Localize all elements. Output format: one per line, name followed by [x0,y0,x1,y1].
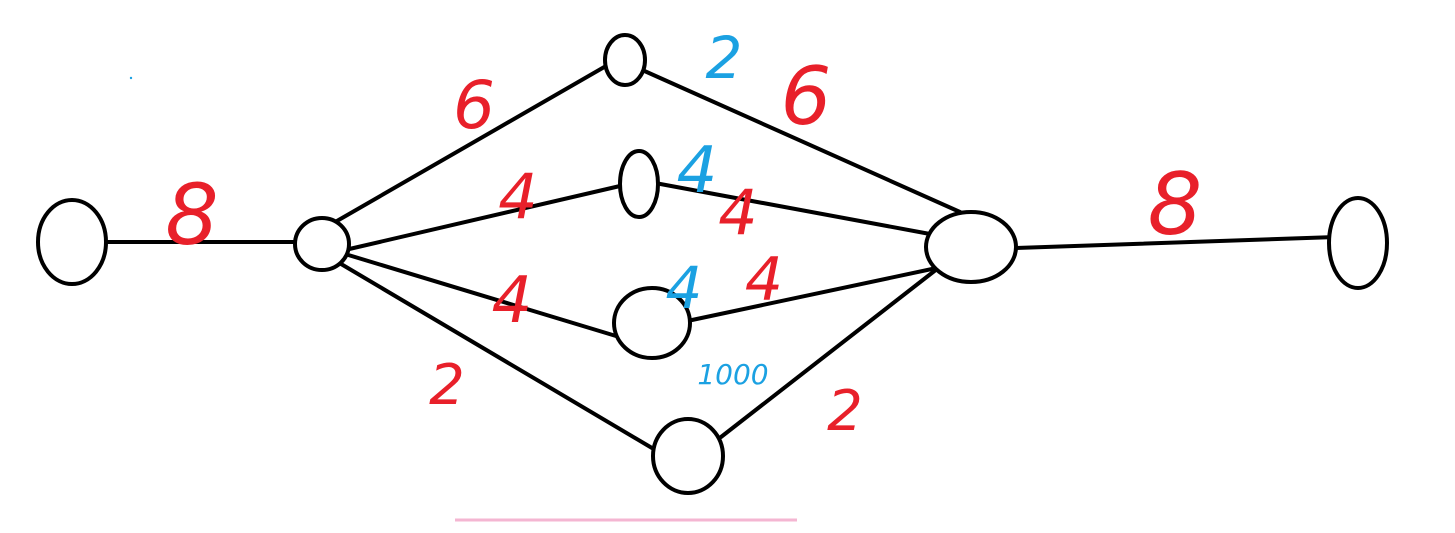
weight-label: 4 [718,176,757,249]
edge-hub-left-mid-bottom [334,259,654,450]
node-sink [1327,196,1389,290]
weight-label: 2 [827,379,863,444]
stray-dot [129,76,133,80]
edge-mid-upper-hub-right [653,181,932,236]
annotation-label: 2 [706,24,743,92]
annotation-label: 1000 [697,358,768,391]
node-hub-right [924,210,1018,284]
weight-label: 4 [745,245,783,315]
edge-hub-left-mid-lower [343,252,618,338]
weight-label: 8 [165,166,218,264]
weight-label: 8 [1148,155,1203,255]
weight-label: 4 [492,264,533,338]
node-mid-top [603,33,647,87]
annotation-label: 4 [666,254,703,322]
edge-hub-left-mid-upper [343,184,622,252]
edge-mid-lower-hub-right [690,264,948,322]
edge-hub-right-sink [1014,235,1338,250]
node-mid-upper [618,149,660,219]
weight-label: 6 [781,50,832,143]
weight-label: 4 [498,160,537,233]
node-mid-bottom [651,417,725,495]
node-source [36,198,108,286]
node-mid-lower [612,286,692,360]
node-hub-left [293,216,351,272]
edge-mid-bottom-hub-right [719,260,948,439]
weight-label: 6 [453,67,495,144]
annotation-label: 4 [677,134,718,208]
edge-hub-left-mid-top [321,64,608,231]
edge-mid-top-hub-right [638,67,962,214]
weight-label: 2 [429,353,465,418]
